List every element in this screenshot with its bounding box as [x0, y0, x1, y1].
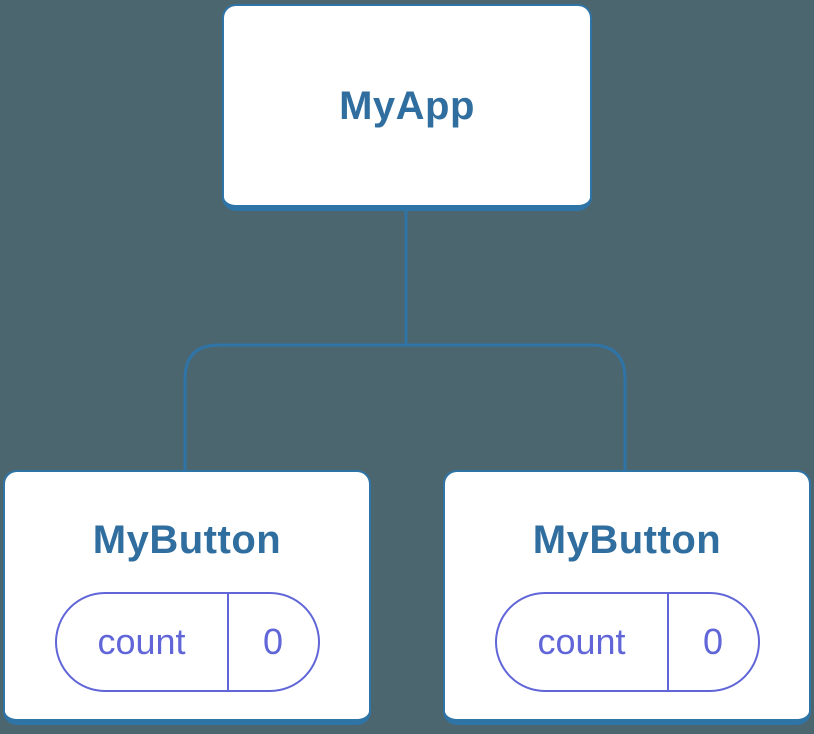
state-key: count — [497, 594, 669, 690]
state-key: count — [57, 594, 229, 690]
state-badge: count 0 — [54, 592, 320, 692]
node-mybutton-left: MyButton count 0 — [3, 470, 371, 725]
node-myapp: MyApp — [222, 4, 592, 211]
node-label: MyButton — [92, 518, 282, 562]
node-label: MyApp — [339, 83, 475, 128]
node-mybutton-right: MyButton count 0 — [443, 470, 811, 725]
state-value: 0 — [262, 621, 284, 662]
connector-bracket — [183, 343, 627, 471]
state-value: 0 — [702, 621, 724, 662]
state-badge: count 0 — [494, 592, 760, 692]
node-label: MyButton — [532, 518, 722, 562]
